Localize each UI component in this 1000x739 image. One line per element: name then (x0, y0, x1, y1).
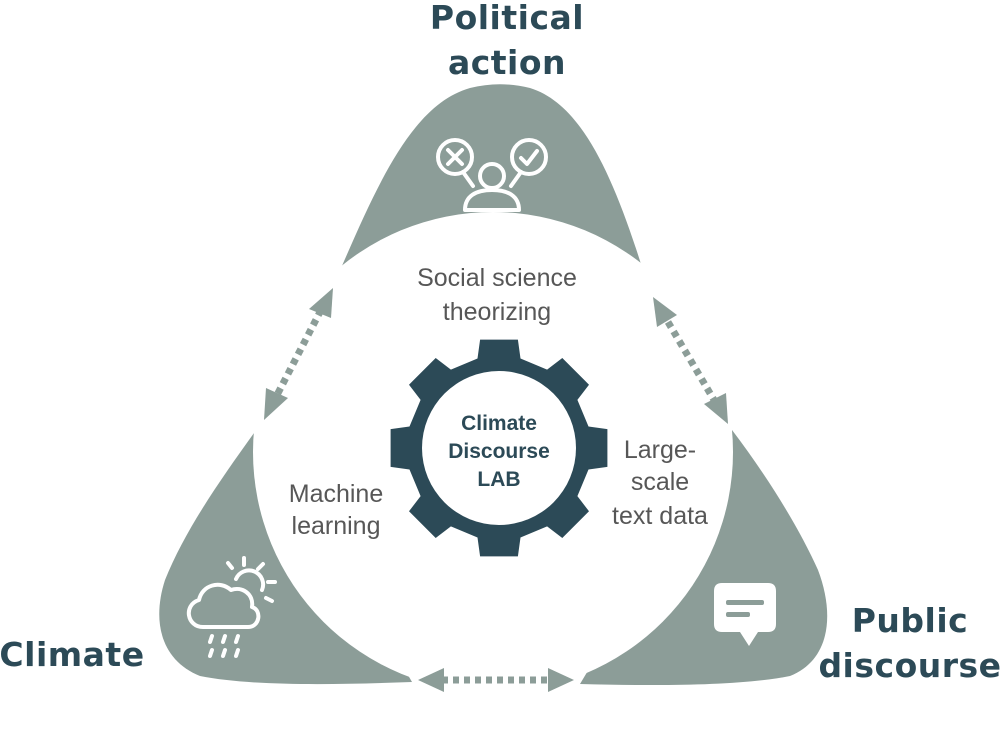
label-text-data-line3: text data (612, 502, 708, 530)
gear-label-line2: Discourse (448, 440, 550, 463)
cloud-sun-rain-icon (187, 556, 277, 658)
title-political-action-line1: Political (430, 0, 584, 37)
title-political-action-line2: action (448, 43, 566, 82)
title-climate: Climate (0, 635, 145, 674)
connector-bottom-edge (418, 668, 574, 692)
title-public-discourse-line2: discourse (818, 646, 1000, 685)
label-machine-learning-line2: learning (292, 512, 381, 540)
label-machine-learning-line1: Machine (289, 480, 384, 508)
label-text-data-line1: Large- (624, 436, 696, 464)
gear-icon (390, 339, 608, 557)
panel-climate (159, 422, 412, 685)
gear-label-line3: LAB (477, 468, 520, 491)
voting-person-icon (436, 138, 548, 212)
connector-right-edge (653, 297, 728, 424)
label-social-science-line2: theorizing (443, 298, 551, 326)
speech-bubble-icon (714, 583, 776, 646)
label-text-data-line2: scale (631, 468, 689, 496)
title-public-discourse-line1: Public (852, 601, 969, 640)
connector-left-edge (264, 288, 333, 420)
panel-public-discourse (580, 430, 828, 686)
gear-label-line1: Climate (461, 412, 537, 435)
label-social-science-line1: Social science (417, 264, 577, 292)
panel-political-action (335, 84, 652, 300)
